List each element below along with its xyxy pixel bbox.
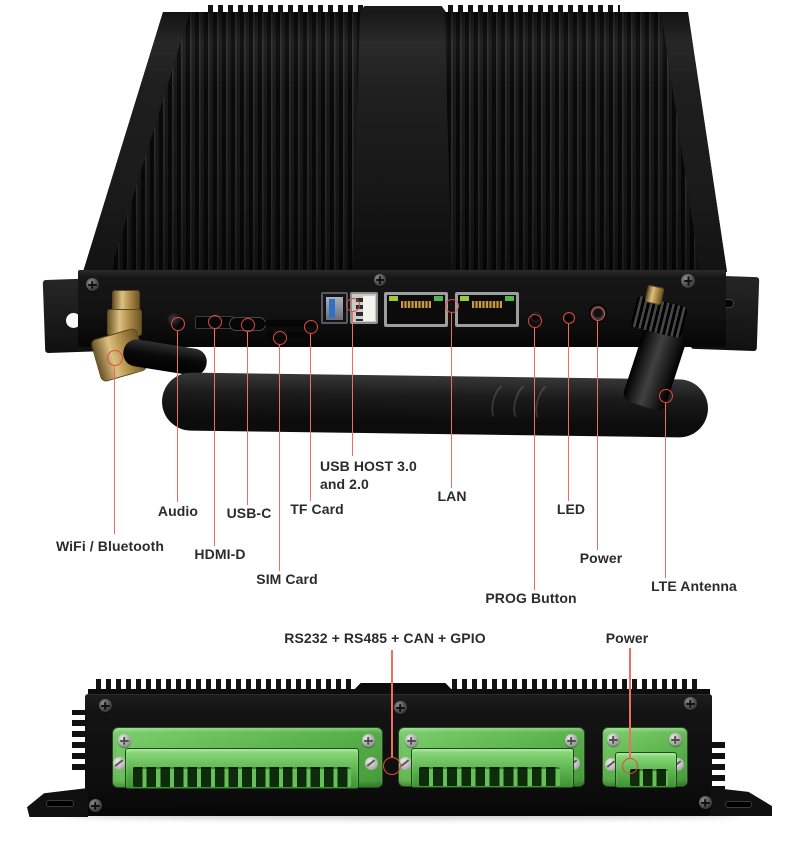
wifi-sma-nut	[112, 290, 140, 311]
terminal-screw	[405, 734, 418, 747]
callout-label-power-front: Power	[579, 550, 623, 566]
io-terminal-block-1	[112, 727, 383, 789]
rear-teeth-base	[88, 689, 710, 697]
flange-slot-right	[725, 801, 752, 808]
heatsink-teeth-right	[448, 5, 620, 14]
terminal-screw	[362, 734, 375, 747]
terminal-pin-row	[419, 767, 560, 786]
chassis-screw	[86, 278, 99, 291]
terminal-connector	[125, 748, 359, 789]
lan1-pins	[401, 301, 431, 308]
chassis-screw	[684, 697, 697, 710]
mount-flange-right	[710, 787, 772, 816]
heatsink-center-band	[352, 12, 452, 272]
callout-label-prog-button: PROG Button	[485, 590, 577, 606]
callout-line-prog-button	[533, 328, 536, 590]
terminal-flange-screw	[605, 758, 618, 771]
terminal-screw	[607, 733, 620, 746]
io-terminal-block-2	[398, 727, 585, 788]
drop-shadow	[60, 812, 740, 819]
lan1-led-left	[389, 296, 398, 301]
rear-center-ramp	[350, 683, 456, 694]
callout-line-hdmi-d	[213, 329, 216, 546]
callout-label-tf-card: TF Card	[290, 501, 344, 517]
callout-circle-power-front	[591, 307, 605, 321]
lan2-led-right	[505, 296, 514, 301]
terminal-flange-screw	[399, 757, 412, 770]
callout-line-sim-card	[278, 345, 281, 571]
terminal-connector	[411, 748, 574, 788]
callout-circle-hdmi-d	[208, 315, 222, 329]
callout-circle-sim-card	[273, 331, 287, 345]
chassis-screw	[89, 799, 102, 812]
chassis-screw	[681, 274, 695, 288]
lan-port-2	[455, 292, 519, 327]
usb3-blue-tongue	[329, 299, 335, 318]
flange-slot-left	[46, 800, 74, 807]
callout-circle-usb-host	[346, 298, 360, 312]
callout-circle-io-terminal	[383, 757, 401, 775]
rear-fins-left	[72, 710, 86, 770]
callout-label-power-rear: Power	[605, 630, 649, 646]
terminal-screw	[118, 734, 131, 747]
usb3-port	[321, 292, 348, 324]
chassis-screw	[374, 274, 386, 286]
callout-label-hdmi-d: HDMI-D	[194, 546, 246, 562]
callout-label-audio: Audio	[157, 503, 199, 519]
terminal-screw	[565, 734, 578, 747]
terminal-screw	[669, 733, 682, 746]
terminal-flange-screw	[365, 757, 378, 770]
usb2-plastic	[363, 296, 375, 321]
chassis-screw	[394, 701, 407, 714]
callout-line-usb-c	[246, 332, 249, 505]
chassis-screw	[699, 796, 712, 809]
callout-line-lte-antenna	[664, 403, 667, 578]
callout-line-power-rear	[629, 648, 631, 758]
chassis-screw	[99, 699, 112, 712]
heatsink-teeth-left	[208, 5, 364, 14]
callout-line-led	[567, 324, 570, 501]
callout-circle-led	[563, 312, 575, 324]
callout-label-wifi-bluetooth: WiFi / Bluetooth	[55, 538, 165, 554]
callout-circle-audio	[171, 317, 185, 331]
terminal-flange-screw	[113, 757, 126, 770]
callout-circle-tf-card	[304, 320, 318, 334]
terminal-pin-row	[133, 767, 351, 787]
lan2-pins	[472, 301, 502, 308]
callout-label-io-terminal: RS232 + RS485 + CAN + GPIO	[284, 630, 486, 646]
terminal-pin-row	[630, 769, 668, 786]
callout-label-lte-antenna: LTE Antenna	[651, 578, 737, 594]
lan-port-1	[384, 292, 448, 327]
usb2-contacts	[356, 298, 363, 321]
sim-card-slot	[266, 332, 313, 339]
callout-circle-wifi-bluetooth	[107, 350, 123, 366]
callout-label-lan: LAN	[437, 488, 467, 504]
mount-flange-left	[27, 788, 88, 817]
callout-line-lan	[450, 313, 453, 488]
lan1-led-right	[434, 296, 443, 301]
heatsink-shading	[83, 12, 727, 272]
callout-label-usb-host: USB HOST 3.0 and 2.0	[320, 458, 417, 493]
callout-circle-lte-antenna	[659, 389, 673, 403]
callout-line-audio	[176, 331, 179, 502]
callout-line-wifi-bluetooth	[113, 366, 116, 534]
power-terminal-block	[602, 727, 688, 788]
callout-label-led: LED	[556, 501, 586, 517]
callout-line-tf-card	[309, 334, 312, 501]
callout-line-power-front	[596, 321, 599, 550]
callout-line-io-terminal	[391, 650, 393, 757]
rear-fins-right	[711, 740, 725, 792]
callout-circle-power-rear	[622, 758, 638, 774]
callout-circle-usb-c	[241, 318, 255, 332]
heatsink-center-tab	[358, 6, 448, 15]
lan2-led-left	[460, 296, 469, 301]
callout-circle-prog-button	[528, 314, 542, 328]
callout-circle-lan	[445, 299, 459, 313]
heatsink	[83, 12, 727, 272]
callout-line-usb-host	[351, 312, 354, 456]
callout-label-sim-card: SIM Card	[256, 571, 318, 587]
tf-card-slot	[265, 320, 318, 327]
callout-label-usb-c: USB-C	[226, 505, 272, 521]
